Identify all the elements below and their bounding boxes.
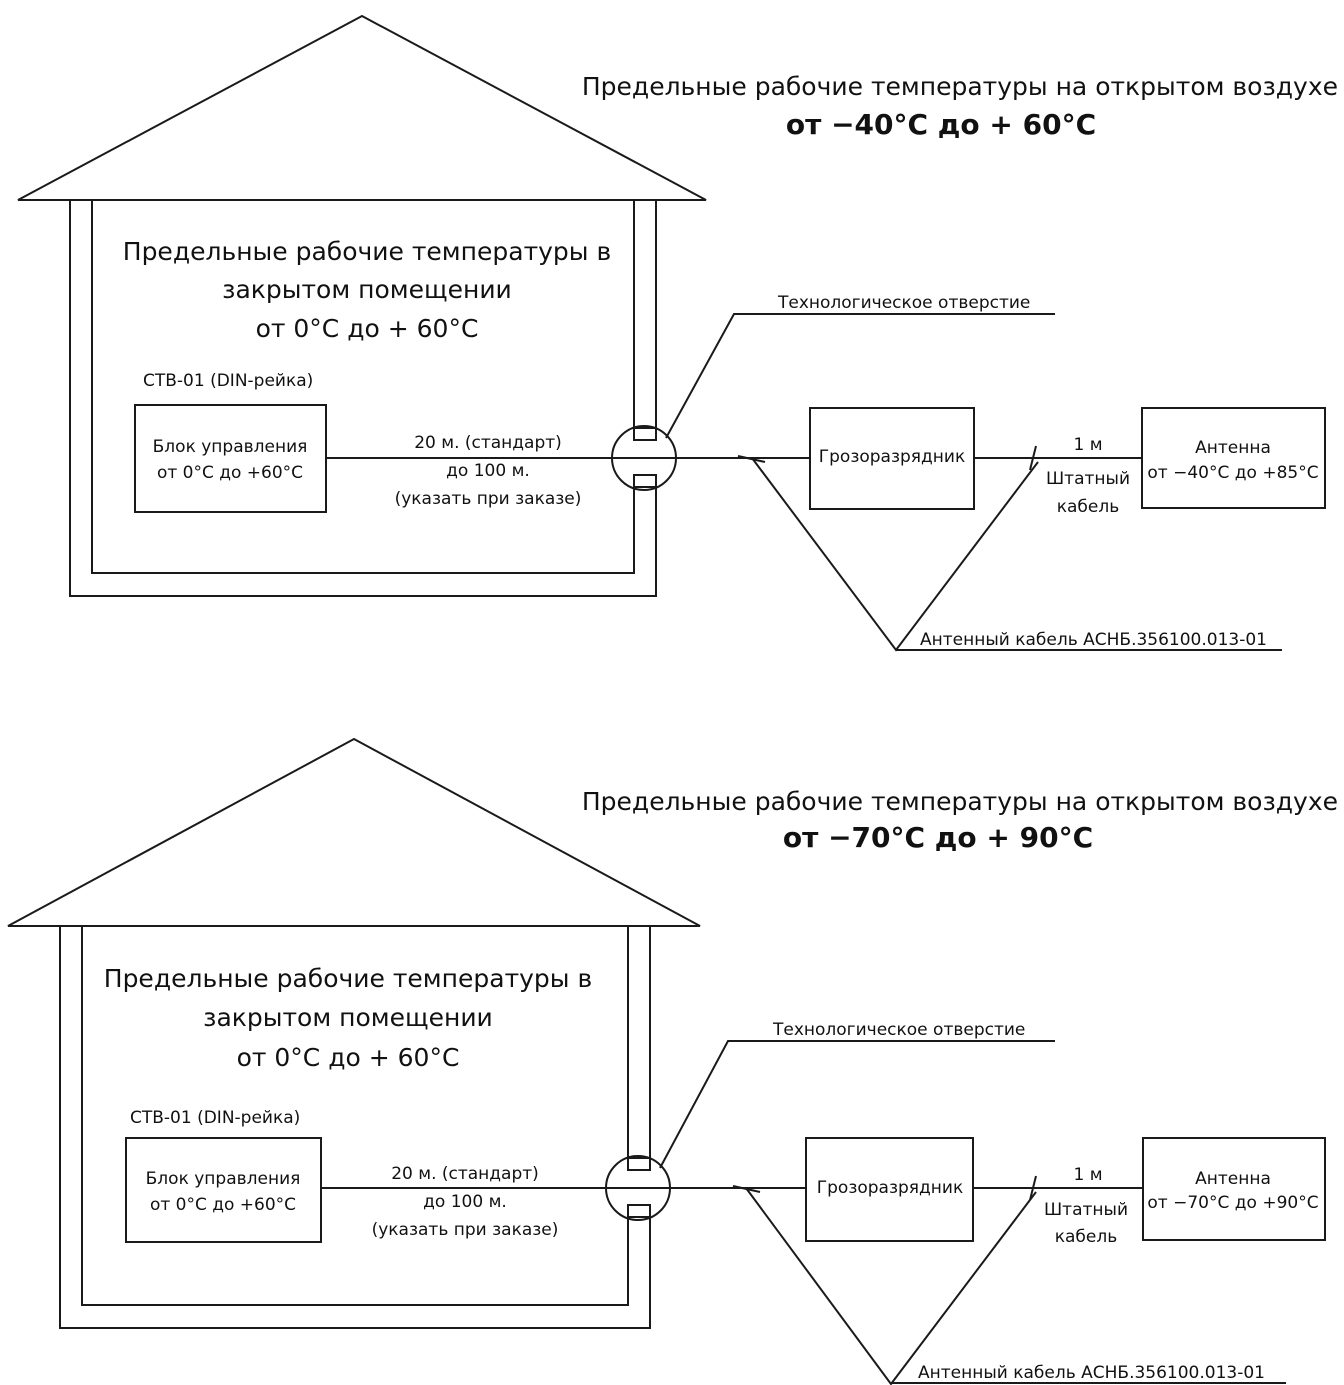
- std-cable-label1: Штатный: [1044, 1200, 1128, 1220]
- indoor-title-line2: закрытом помещении: [203, 1003, 493, 1032]
- cable-length-max: до 100 м.: [423, 1192, 507, 1212]
- cable-length-note: (указать при заказе): [395, 489, 582, 509]
- std-cable-length: 1 м: [1073, 435, 1102, 455]
- hole-leader-line: [665, 313, 1055, 439]
- cable-length-std: 20 м. (стандарт): [414, 433, 562, 453]
- house-roof: [7, 737, 701, 927]
- std-cable-label2: кабель: [1055, 1227, 1118, 1247]
- control-unit-range: от 0°С до +60°С: [150, 1195, 296, 1215]
- antenna-range: от −70°С до +90°С: [1147, 1193, 1318, 1213]
- std-cable-length: 1 м: [1073, 1165, 1102, 1185]
- house-wall-outer: [59, 926, 651, 1329]
- antenna-cable-leader: [745, 1187, 1037, 1385]
- indoor-title-line1: Предельные рабочие температуры в: [104, 964, 592, 993]
- wall-hole-bottom: [627, 1204, 651, 1218]
- house-roof: [17, 14, 707, 201]
- outdoor-title: Предельные рабочие температуры на открыт…: [582, 72, 1338, 101]
- diagram-1: Предельные рабочие температуры в закрыто…: [17, 14, 1338, 652]
- arrester-box: [805, 1137, 974, 1242]
- indoor-title-line1: Предельные рабочие температуры в: [123, 237, 611, 266]
- wall-hole-top: [627, 1157, 651, 1171]
- outdoor-title: Предельные рабочие температуры на открыт…: [582, 787, 1338, 816]
- antenna-cable-label: Антенный кабель АСНБ.356100.013-01: [918, 1363, 1265, 1383]
- diagram-2: Предельные рабочие температуры в закрыто…: [7, 737, 1338, 1385]
- antenna-label: Антенна: [1195, 1169, 1271, 1189]
- std-cable-label1: Штатный: [1046, 469, 1130, 489]
- control-unit-label: Блок управления: [146, 1169, 301, 1189]
- indoor-range: от 0°С до + 60°С: [256, 314, 479, 343]
- hole-leader-line: [659, 1040, 1055, 1169]
- outdoor-range: от −40°С до + 60°С: [786, 108, 1096, 141]
- cable-length-max: до 100 м.: [446, 461, 530, 481]
- control-unit-range: от 0°С до +60°С: [157, 463, 303, 483]
- wall-hole-top: [633, 427, 657, 441]
- antenna-range: от −40°С до +85°С: [1147, 463, 1318, 483]
- hole-label: Технологическое отверстие: [772, 1020, 1025, 1040]
- device-label: СТВ-01 (DIN-рейка): [130, 1108, 300, 1128]
- cable-tick: [737, 455, 766, 463]
- std-cable-tick: [1029, 445, 1037, 471]
- antenna-box: [1141, 407, 1326, 509]
- outdoor-range: от −70°С до + 90°С: [783, 821, 1093, 854]
- control-unit-box: [134, 404, 327, 513]
- cable-length-std: 20 м. (стандарт): [391, 1164, 539, 1184]
- arrester-label: Грозоразрядник: [819, 447, 965, 467]
- control-unit-box: [125, 1137, 322, 1243]
- cable-length-note: (указать при заказе): [372, 1220, 559, 1240]
- antenna-label: Антенна: [1195, 438, 1271, 458]
- std-cable-label2: кабель: [1057, 497, 1120, 517]
- wall-hole-bottom: [633, 474, 657, 488]
- device-label: СТВ-01 (DIN-рейка): [143, 371, 313, 391]
- hole-label: Технологическое отверстие: [777, 293, 1030, 313]
- house-wall-inner: [81, 926, 629, 1306]
- antenna-cable-leader: [751, 457, 1039, 652]
- arrester-label: Грозоразрядник: [817, 1178, 963, 1198]
- indoor-range: от 0°С до + 60°С: [237, 1043, 460, 1072]
- house-wall-outer: [69, 200, 657, 597]
- house-wall-inner: [91, 200, 635, 574]
- control-unit-label: Блок управления: [153, 437, 308, 457]
- std-cable-tick: [1029, 1175, 1037, 1201]
- antenna-box: [1142, 1137, 1326, 1241]
- indoor-title-line2: закрытом помещении: [222, 275, 512, 304]
- antenna-cable-label: Антенный кабель АСНБ.356100.013-01: [920, 630, 1267, 650]
